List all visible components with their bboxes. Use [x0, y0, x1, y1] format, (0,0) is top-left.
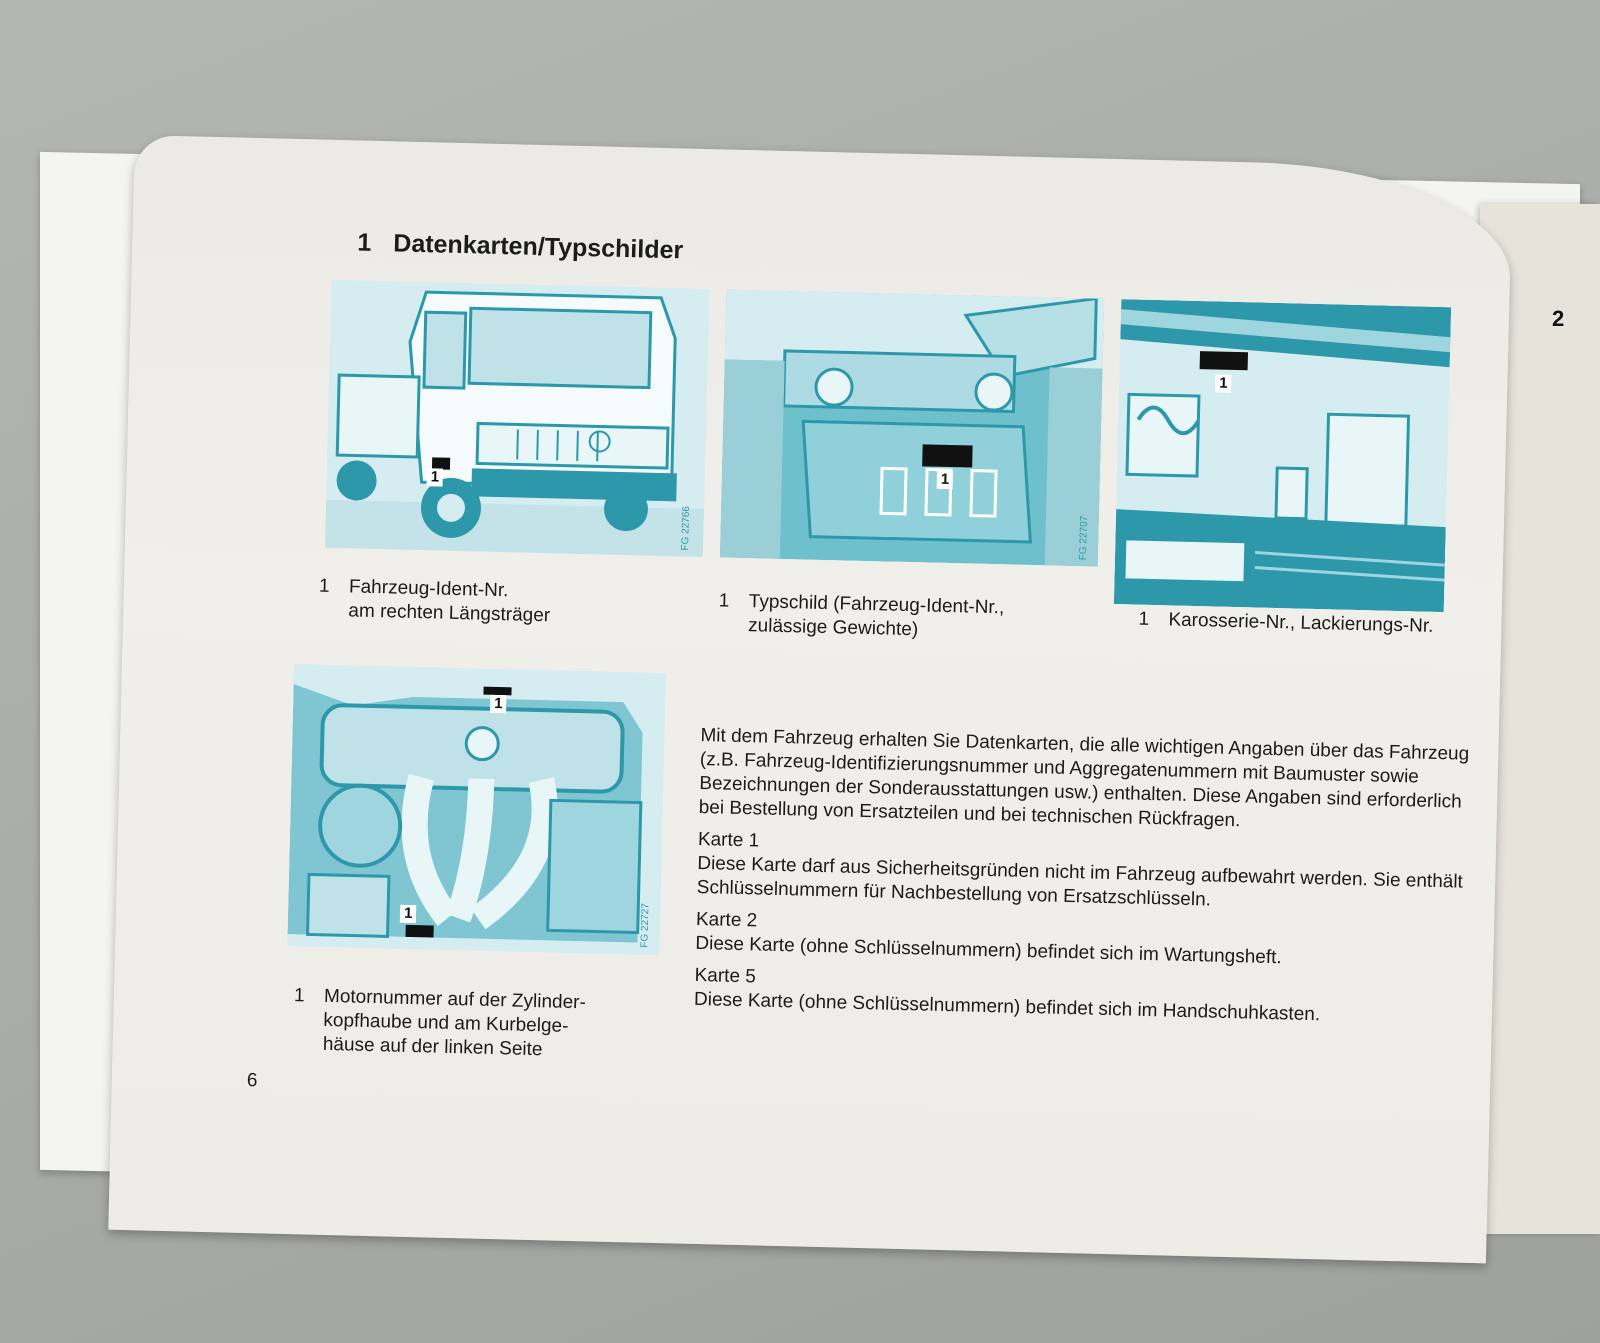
- body-number-illustration: [1113, 299, 1452, 613]
- caption-number: 1: [1138, 608, 1150, 630]
- karte-5: Karte 5 Diese Karte (ohne Schlüsselnumme…: [694, 964, 1485, 1031]
- ident-marker: [405, 924, 434, 938]
- ident-marker: [1199, 351, 1249, 371]
- facing-page-number: 2: [1552, 306, 1565, 331]
- page-number: 6: [246, 1070, 258, 1092]
- truck-illustration: [324, 279, 710, 557]
- data-cards-description: Mit dem Fahrzeug erhalten Sie Datenkarte…: [694, 724, 1491, 1039]
- karte-2: Karte 2 Diese Karte (ohne Schlüsselnumme…: [695, 908, 1486, 975]
- figure-callout: 1: [1215, 374, 1232, 393]
- type-plate-illustration: [719, 289, 1105, 567]
- caption-engine-number: 1 Motornummer auf der Zylinder- kopfhaub…: [294, 985, 587, 1063]
- engine-illustration: [287, 664, 667, 956]
- figure-code: FG 22727: [639, 903, 652, 948]
- caption-vehicle-ident: 1 Fahrzeug-Ident-Nr. am rechten Längsträ…: [319, 575, 551, 628]
- section-heading: 1 Datenkarten/Typschilder: [357, 228, 683, 265]
- ident-marker: [922, 444, 973, 468]
- figure-callout: 1: [489, 694, 507, 714]
- figure-type-plate: 1 FG 22707: [719, 289, 1105, 567]
- caption-type-plate: 1 Typschild (Fahrzeug-Ident-Nr., zulässi…: [719, 590, 1005, 644]
- figure-code: FG 22707: [1077, 515, 1090, 561]
- figure-engine: 1 1 FG 22727: [287, 664, 667, 956]
- caption-number: 1: [718, 590, 730, 612]
- figure-body-number: 1: [1113, 299, 1452, 613]
- figure-callout: 1: [399, 904, 417, 924]
- caption-body-number: 1 Karosserie-Nr., Lackierungs-Nr.: [1138, 608, 1488, 640]
- karte-1: Karte 1 Diese Karte darf aus Sicherheits…: [696, 828, 1488, 919]
- caption-line: Karosserie-Nr., Lackierungs-Nr.: [1168, 609, 1434, 637]
- figure-callout: 1: [426, 468, 444, 487]
- manual-page: 1 Datenkarten/Typschilder 1 FG 22766: [108, 135, 1513, 1264]
- figure-code: FG 22766: [680, 505, 693, 551]
- section-number: 1: [357, 228, 372, 257]
- figure-truck-front: 1 FG 22766: [324, 279, 710, 557]
- caption-number: 1: [293, 985, 305, 1007]
- figure-callout: 1: [936, 470, 954, 490]
- intro-paragraph: Mit dem Fahrzeug erhalten Sie Datenkarte…: [698, 724, 1470, 832]
- caption-line: am rechten Längsträger: [348, 600, 551, 627]
- section-title: Datenkarten/Typschilder: [392, 229, 684, 265]
- caption-number: 1: [318, 575, 330, 597]
